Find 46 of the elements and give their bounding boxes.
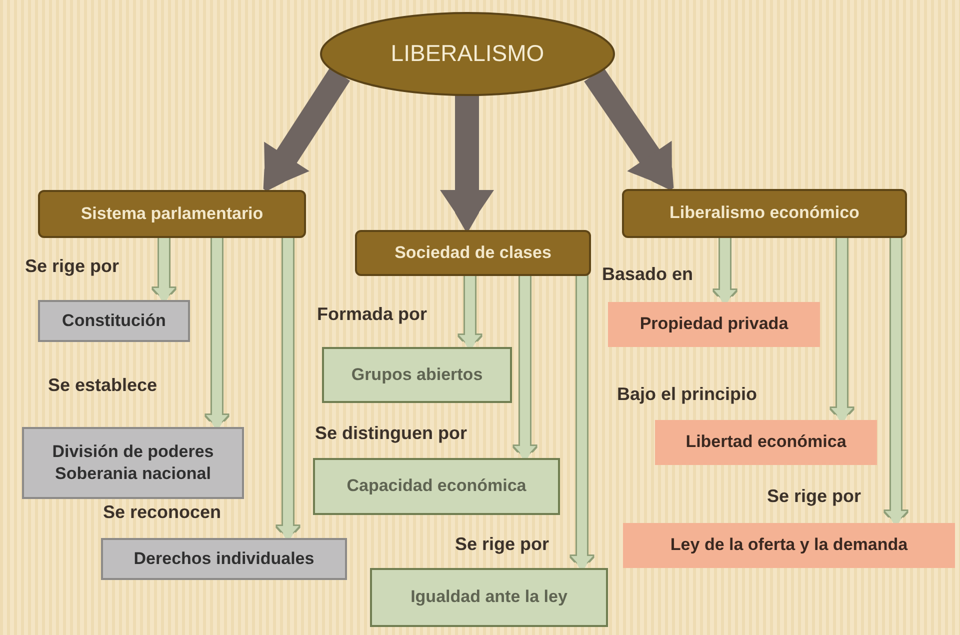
category-box <box>38 190 306 238</box>
concept-text: Igualdad ante la ley <box>410 586 568 608</box>
edge-label: Formada por <box>317 304 428 326</box>
concept-text: Soberania nacional <box>55 463 211 485</box>
concept-text: Libertad económica <box>686 431 846 454</box>
concept-text: División de poderes <box>52 440 214 463</box>
category-box <box>622 189 907 238</box>
edge-label: Basado en <box>602 264 694 286</box>
concept-box <box>655 420 877 465</box>
concept-box <box>608 302 820 347</box>
arrow <box>714 238 736 302</box>
arrow <box>885 238 907 523</box>
concept-text: Sistema parlamentario <box>80 202 264 225</box>
concept-text: Propiedad privada <box>640 313 788 336</box>
concept-box <box>322 347 512 403</box>
title-text: LIBERALISMO <box>390 39 544 68</box>
edge-label: Se rige por <box>767 486 862 508</box>
concept-text: Grupos abiertos <box>351 364 483 386</box>
arrow <box>277 238 299 538</box>
edge-label: Se reconocen <box>103 502 222 524</box>
edge-label: Bajo el principio <box>617 384 758 406</box>
arrow <box>459 276 481 347</box>
concept-box <box>101 538 347 580</box>
arrow <box>153 238 175 300</box>
edge-label: Se establece <box>48 375 158 397</box>
category-box <box>355 230 591 276</box>
arrow <box>831 238 853 420</box>
concept-box <box>313 458 560 515</box>
arrow <box>571 276 593 568</box>
edge-label: Se rige por <box>455 534 550 556</box>
concept-box <box>370 568 608 627</box>
concept-text: Capacidad económica <box>346 475 526 498</box>
title-ellipse <box>320 12 615 96</box>
concept-text: Constitución <box>62 310 166 332</box>
edge-label: Se rige por <box>25 256 120 278</box>
concept-box <box>623 523 955 568</box>
concept-text: Derechos individuales <box>134 548 314 570</box>
concept-box <box>22 427 244 499</box>
arrow <box>206 238 228 427</box>
concept-text: Liberalismo económico <box>670 202 860 224</box>
edge-label: Se distinguen por <box>315 423 468 445</box>
arrow <box>440 95 494 230</box>
concept-box <box>38 300 190 342</box>
concept-text: Ley de la oferta y la demanda <box>670 534 908 556</box>
concept-text: Sociedad de clases <box>394 242 552 264</box>
arrow <box>514 276 536 458</box>
